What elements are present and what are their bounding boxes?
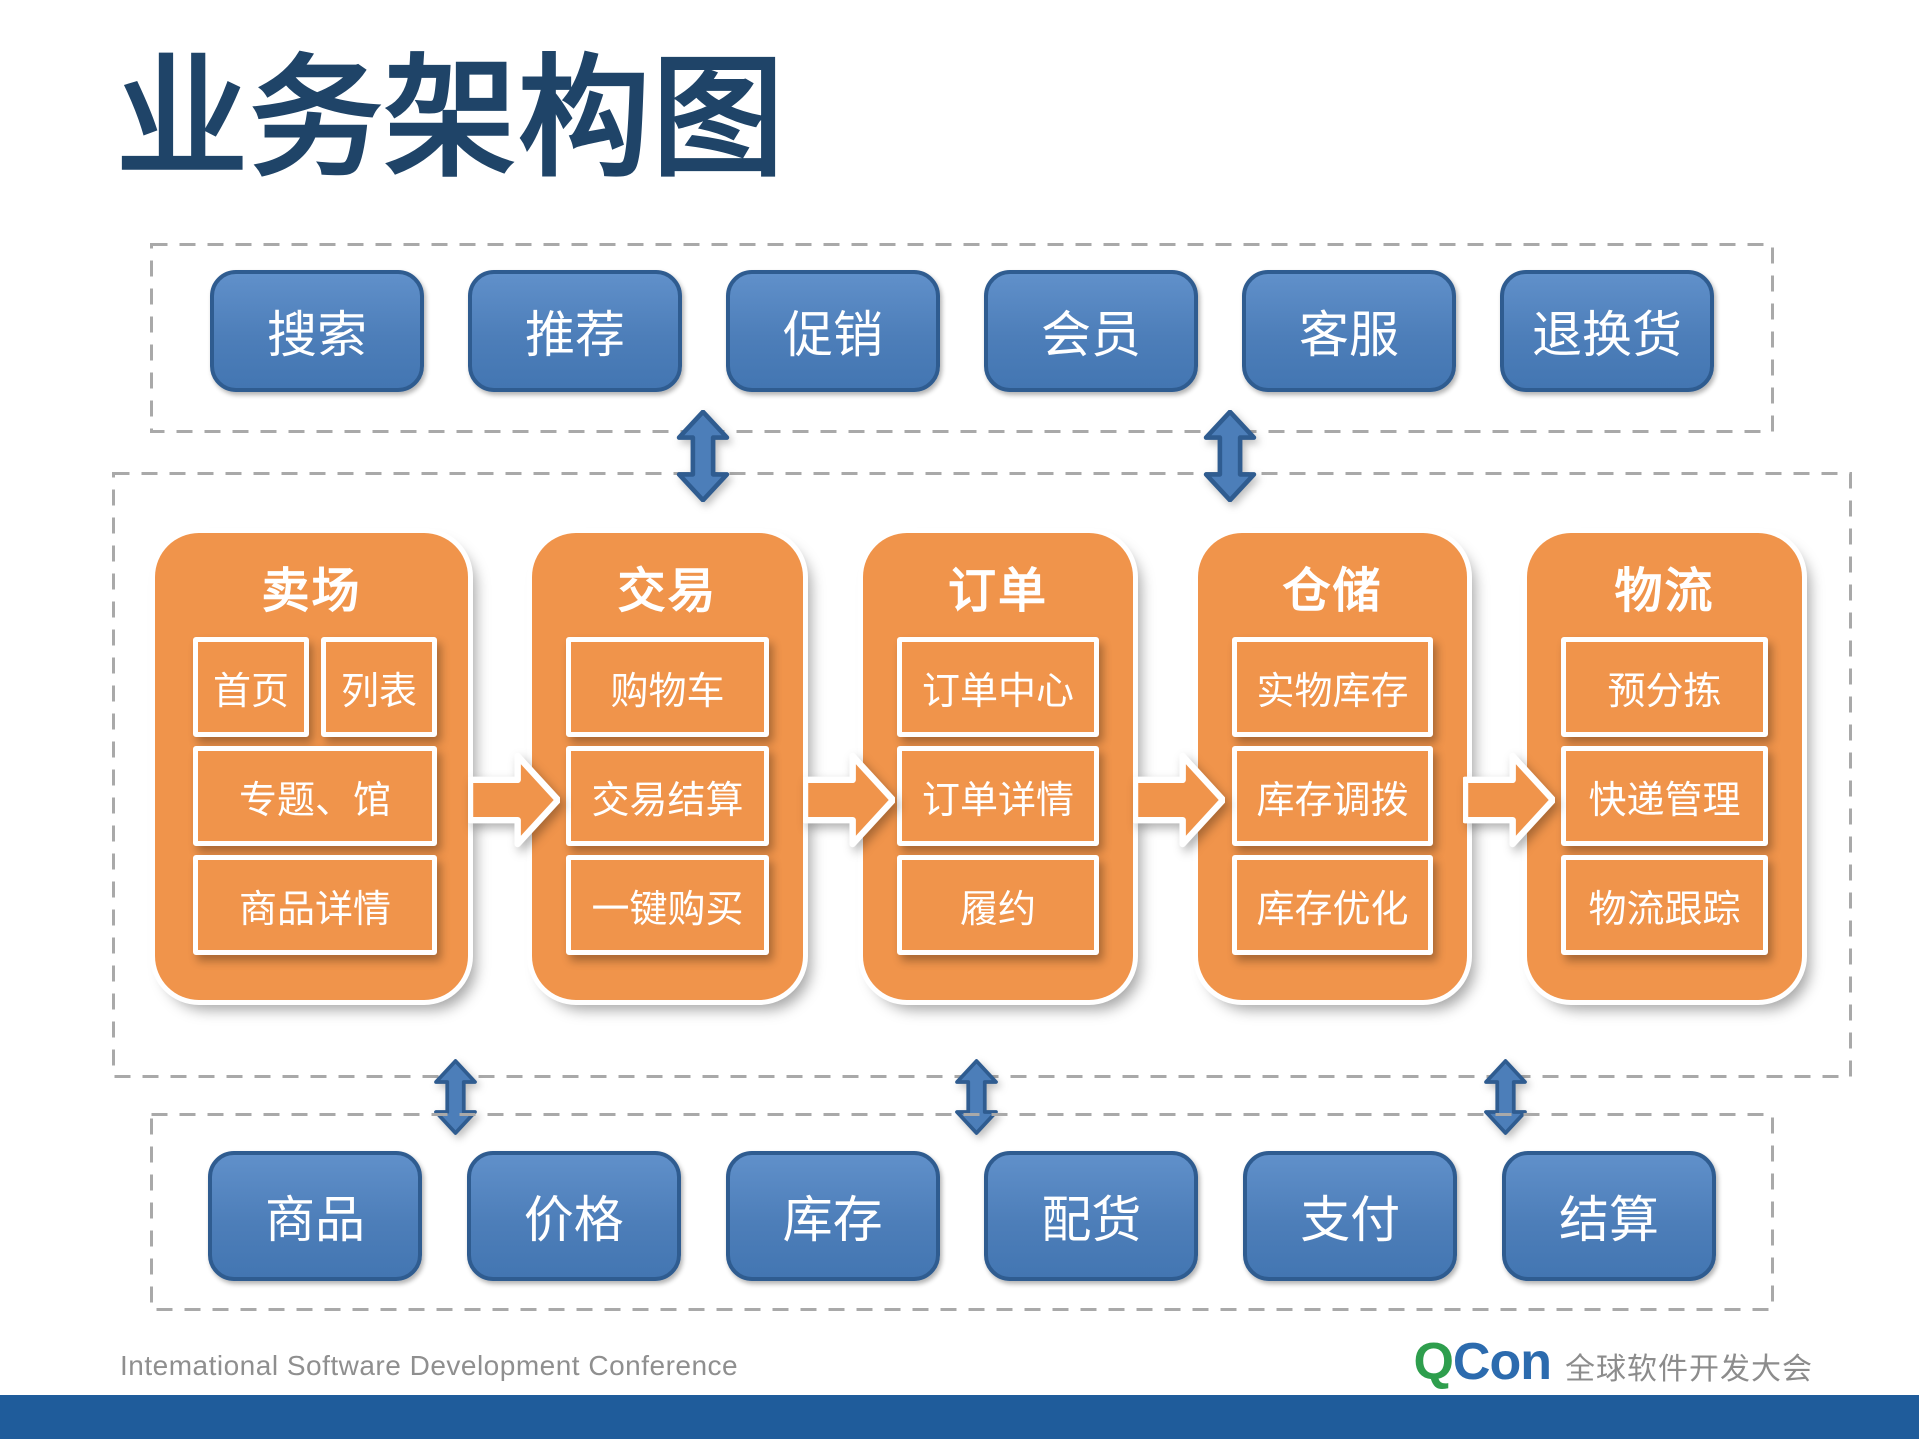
group-cell: 首页 bbox=[193, 637, 309, 737]
group-title: 仓储 bbox=[1282, 565, 1383, 618]
dashed-border bbox=[112, 472, 1852, 1078]
group-cell: 订单详情 bbox=[897, 746, 1099, 846]
bottom-box-product: 商品 bbox=[208, 1151, 422, 1281]
footer-bar bbox=[0, 1395, 1919, 1439]
top-box-returns: 退换货 bbox=[1500, 270, 1714, 392]
logo-q: Q bbox=[1413, 1333, 1453, 1391]
top-box-member: 会员 bbox=[984, 270, 1198, 392]
group-cell: 交易结算 bbox=[566, 746, 769, 846]
sync-arrow-vertical-icon bbox=[676, 410, 730, 502]
top-services-section: 搜索 推荐 促销 会员 客服 退换货 bbox=[150, 243, 1774, 433]
bottom-box-inventory: 库存 bbox=[725, 1151, 940, 1281]
group-cell: 履约 bbox=[897, 855, 1099, 955]
group-cell: 库存调拨 bbox=[1232, 746, 1433, 846]
bottom-box-settlement: 结算 bbox=[1501, 1151, 1716, 1281]
qcon-logo: QCon 全球软件开发大会 bbox=[1413, 1332, 1813, 1392]
group-order: 订单 订单中心 订单详情 履约 bbox=[863, 533, 1133, 1000]
core-business-section bbox=[112, 472, 1852, 1078]
top-box-recommend: 推荐 bbox=[468, 270, 682, 392]
bottom-box-price: 价格 bbox=[466, 1151, 681, 1281]
qcon-logo-mark: QCon bbox=[1413, 1332, 1552, 1392]
logo-con: Con bbox=[1452, 1333, 1552, 1391]
flow-arrow-right-icon bbox=[1133, 752, 1225, 848]
group-cell: 库存优化 bbox=[1232, 855, 1433, 955]
group-cell: 物流跟踪 bbox=[1561, 855, 1768, 955]
group-logistics: 物流 预分拣 快递管理 物流跟踪 bbox=[1527, 533, 1802, 1000]
footer-conference-text: Intemational Software Development Confer… bbox=[120, 1350, 739, 1381]
sync-arrow-vertical-icon bbox=[1203, 410, 1257, 502]
page-title: 业务架构图 bbox=[116, 45, 786, 192]
group-cell: 订单中心 bbox=[897, 637, 1099, 737]
group-cell: 购物车 bbox=[566, 637, 769, 737]
group-title: 订单 bbox=[947, 565, 1048, 618]
flow-arrow-right-icon bbox=[1463, 752, 1555, 848]
logo-tagline: 全球软件开发大会 bbox=[1565, 1353, 1813, 1386]
group-transaction: 交易 购物车 交易结算 一键购买 bbox=[532, 533, 803, 1000]
top-box-search: 搜索 bbox=[210, 270, 424, 392]
group-cell: 实物库存 bbox=[1232, 637, 1433, 737]
dashed-border bbox=[150, 243, 1774, 433]
group-title: 交易 bbox=[617, 565, 718, 618]
bottom-box-payment: 支付 bbox=[1243, 1151, 1458, 1281]
bottom-box-distribution: 配货 bbox=[984, 1151, 1199, 1281]
top-box-customer-service: 客服 bbox=[1242, 270, 1456, 392]
bottom-foundation-section: 商品 价格 库存 配货 支付 结算 bbox=[150, 1113, 1774, 1311]
dashed-border bbox=[150, 1113, 1774, 1311]
group-cell: 专题、馆 bbox=[193, 746, 437, 846]
group-cell: 商品详情 bbox=[193, 855, 437, 955]
group-marketplace: 卖场 首页 列表 专题、馆 商品详情 bbox=[155, 533, 468, 1000]
group-title: 物流 bbox=[1614, 565, 1715, 618]
group-cell: 预分拣 bbox=[1561, 637, 1768, 737]
flow-arrow-right-icon bbox=[803, 752, 895, 848]
group-cell: 一键购买 bbox=[566, 855, 769, 955]
group-cell: 列表 bbox=[321, 637, 437, 737]
group-cell: 快递管理 bbox=[1561, 746, 1768, 846]
flow-arrow-right-icon bbox=[468, 752, 560, 848]
group-title: 卖场 bbox=[261, 565, 362, 618]
group-warehouse: 仓储 实物库存 库存调拨 库存优化 bbox=[1198, 533, 1467, 1000]
top-box-promotion: 促销 bbox=[726, 270, 940, 392]
